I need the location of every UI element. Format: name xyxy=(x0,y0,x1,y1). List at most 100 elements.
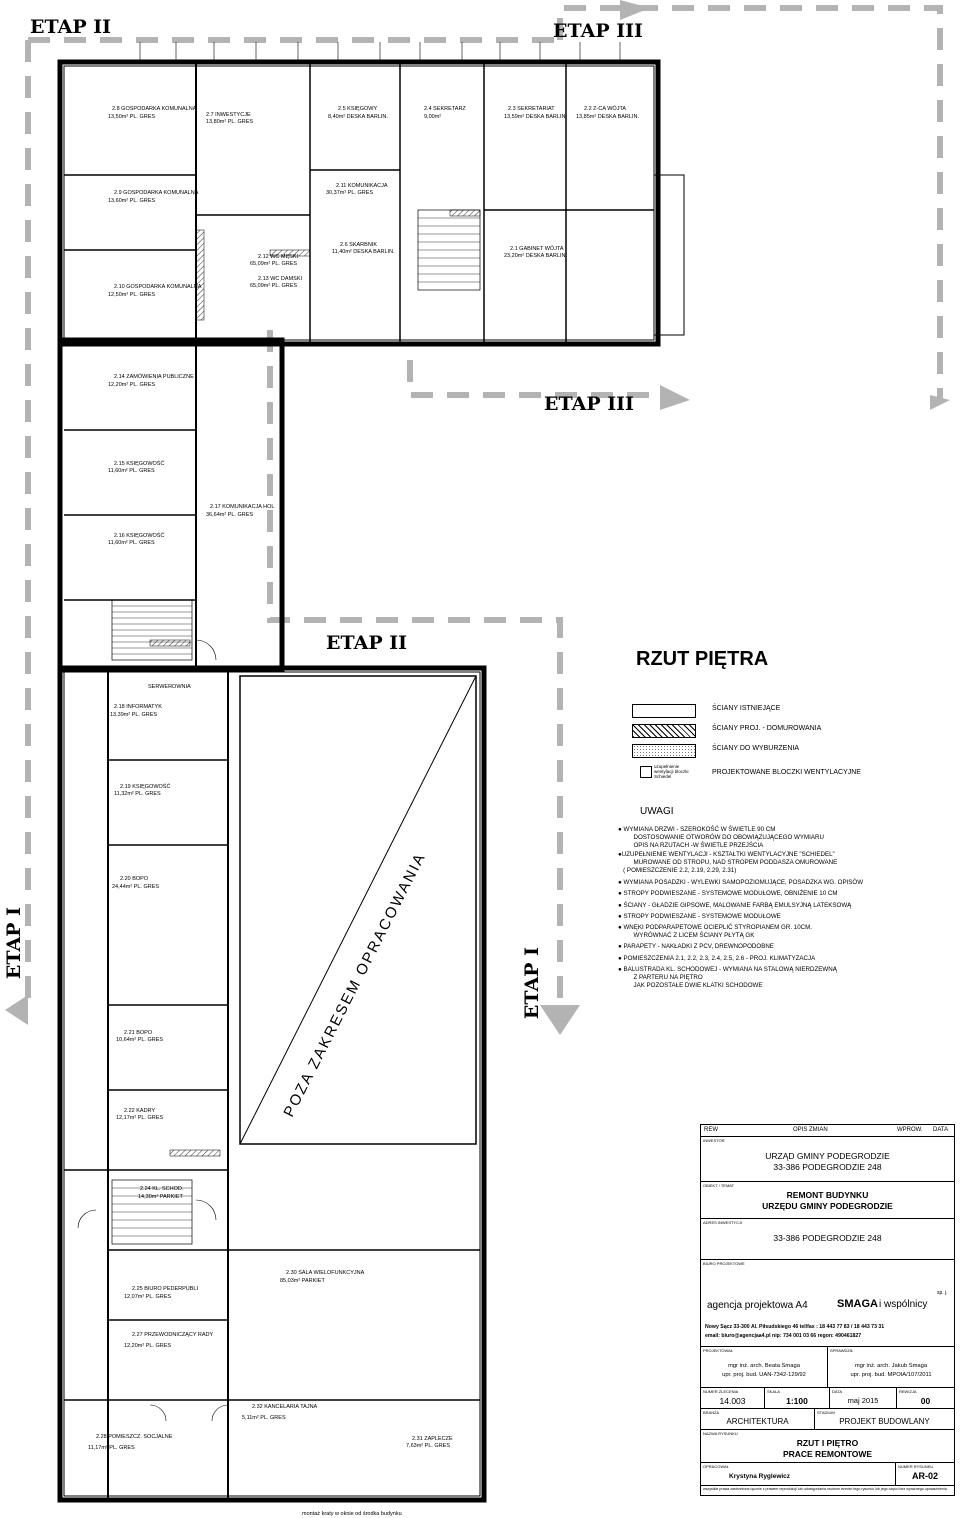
stage-cell: STADIUM PROJEKT BUDOWLANY xyxy=(815,1409,954,1430)
revision-header: REW OPIS ZMIAN WPROW. DATA xyxy=(701,1125,954,1137)
discipline-cell: BRANŻA ARCHITEKTURA xyxy=(701,1409,815,1430)
copyright-note: wszystkie prawa zastrzeżone łącznie z pr… xyxy=(703,1487,947,1491)
drawing-title: RZUT PIĘTRA xyxy=(636,648,769,670)
room-2-31: 2.31 ZAPLECZE xyxy=(412,1436,453,1442)
prepared-by-cell: OPRACOWAŁ Krystyna Ryglewicz xyxy=(701,1463,896,1486)
svg-text:13,60m² PL. GRES: 13,60m² PL. GRES xyxy=(108,198,155,204)
room-labels: 2.8 GOSPODARKA KOMUNALNA 13,50m² PL. GRE… xyxy=(88,105,639,1451)
svg-text:11,60m² PL. GRES: 11,60m² PL. GRES xyxy=(108,540,155,546)
out-of-scope-area xyxy=(239,675,477,1145)
investor-cell: INWESTOR URZĄD GMINY PODEGRODZIE 33-386 … xyxy=(701,1137,954,1182)
room-2-20: 2.20 BOPO xyxy=(120,876,149,882)
room-2-27: 2.27 PRZEWODNICZĄCY RADY xyxy=(132,1332,214,1338)
svg-text:13,80m² PL. GRES: 13,80m² PL. GRES xyxy=(206,119,253,125)
out-of-scope-label: POZA ZAKRESEM OPRACOWANIA xyxy=(280,850,429,1120)
svg-text:12,50m² PL. GRES: 12,50m² PL. GRES xyxy=(108,292,155,298)
room-2-28: 2.28 POMIESZCZ. SOCJALNE xyxy=(96,1434,173,1440)
room-2-17: 2.17 KOMUNIKACJA HOL xyxy=(210,504,275,510)
etap-i-right-label: ETAP I xyxy=(521,946,544,1020)
svg-text:13,39m² PL. GRES: 13,39m² PL. GRES xyxy=(110,712,157,718)
svg-text:11,60m² PL. GRES: 11,60m² PL. GRES xyxy=(108,468,155,474)
room-2-9: 2.9 GOSPODARKA KOMUNALNA xyxy=(114,190,199,196)
svg-text:9,00m²: 9,00m² xyxy=(424,114,441,120)
svg-text:24,44m² PL. GRES: 24,44m² PL. GRES xyxy=(112,884,159,890)
room-2-19: 2.19 KSIĘGOWOŚĆ xyxy=(120,782,170,790)
svg-text:13,59m² DESKA BARLIN.: 13,59m² DESKA BARLIN. xyxy=(504,114,567,120)
svg-text:65,09m² PL. GRES: 65,09m² PL. GRES xyxy=(250,283,297,289)
room-2-5: 2.5 KSIĘGOWY xyxy=(338,106,377,112)
etap-iii-mid-label: ETAP III xyxy=(544,393,634,415)
room-2-22: 2.22 KADRY xyxy=(124,1108,155,1114)
etap-ii-top-label: ETAP II xyxy=(30,16,112,38)
room-2-32: 2.32 KANCELARIA TAJNA xyxy=(252,1404,318,1410)
svg-text:30,37m² PL. GRES: 30,37m² PL. GRES xyxy=(326,190,373,196)
room-2-7: 2.7 INWESTYCJE xyxy=(206,112,251,118)
svg-text:11,17m² PL. GRES: 11,17m² PL. GRES xyxy=(88,1445,135,1451)
svg-text:12,20m² PL. GRES: 12,20m² PL. GRES xyxy=(124,1343,171,1349)
room-2-6: 2.6 SKARBNIK xyxy=(340,242,377,248)
scale-cell: SKALA 1:100 xyxy=(765,1388,830,1409)
svg-text:11,40m² DESKA BARLIN.: 11,40m² DESKA BARLIN. xyxy=(332,249,395,255)
svg-text:12,17m² PL. GRES: 12,17m² PL. GRES xyxy=(116,1115,163,1121)
designer-cell: PROJEKTOWAŁ mgr inż. arch. Beata Smaga u… xyxy=(701,1347,828,1388)
room-2-21: 2.21 BOPO xyxy=(124,1030,153,1036)
etap-ii-mid-label: ETAP II xyxy=(326,632,408,654)
object-cell: OBIEKT / TEMAT REMONT BUDYNKU URZĘDU GMI… xyxy=(701,1182,954,1219)
svg-text:5,11m² PL. GRES: 5,11m² PL. GRES xyxy=(242,1415,286,1421)
svg-text:13,50m² PL. GRES: 13,50m² PL. GRES xyxy=(108,114,155,120)
door-swings xyxy=(77,639,229,1422)
svg-text:12,07m² PL. GRES: 12,07m² PL. GRES xyxy=(124,1294,171,1300)
stair-treads xyxy=(112,217,480,1237)
firm-smaga-logo: SMAGA xyxy=(837,1298,878,1310)
room-2-30: 2.30 SALA WIELOFUNKCYJNA xyxy=(286,1270,365,1276)
firm-a4-logo: agencja projektowa A4 xyxy=(707,1300,808,1311)
date-cell: DATA maj 2015 xyxy=(830,1388,897,1409)
design-office-cell: BIURO PROJEKTOWE agencja projektowa A4 S… xyxy=(701,1260,954,1347)
svg-text:14,30m² PARKIET: 14,30m² PARKIET xyxy=(138,1194,183,1200)
revision-cell: REWIZJA 00 xyxy=(897,1388,954,1409)
svg-text:13,85m² DESKA BARLIN.: 13,85m² DESKA BARLIN. xyxy=(576,114,639,120)
checker-cell: SPRAWDZIŁ mgr inż. arch. Jakub Smaga upr… xyxy=(828,1347,954,1388)
notes-list: ● WYMIANA DRZWI - SZEROKOŚĆ W ŚWIETLE 90… xyxy=(618,826,864,990)
room-serwerownia: SERWEROWNIA xyxy=(148,684,191,690)
address-cell: ADRES INWESTYCJI 33-386 PODEGRODZIE 248 xyxy=(701,1219,954,1260)
room-2-1: 2.1 GABINET WÓJTA xyxy=(510,245,564,252)
notes-title: UWAGI xyxy=(640,806,674,817)
phase-arrows xyxy=(5,0,950,1035)
svg-text:23,20m² DESKA BARLIN.: 23,20m² DESKA BARLIN. xyxy=(504,253,567,259)
window-grille-note: montaż kraty w oknie od środka budynku xyxy=(302,1511,402,1517)
room-2-2: 2.2 Z-CA WÓJTA xyxy=(584,105,626,112)
room-2-11: 2.11 KOMUNIKACJA xyxy=(336,183,388,189)
title-block: REW OPIS ZMIAN WPROW. DATA INWESTOR URZĄ… xyxy=(700,1124,955,1496)
order-number-cell: NUMER ZLECENIA 14.003 xyxy=(701,1388,765,1409)
room-2-4: 2.4 SEKRETARZ xyxy=(424,106,466,112)
etap-iii-top-label: ETAP III xyxy=(553,20,643,42)
dimension-ticks xyxy=(139,42,621,62)
svg-text:65,09m² PL. GRES: 65,09m² PL. GRES xyxy=(250,261,297,267)
drawing-number-cell: NUMER RYSUNKU AR-02 xyxy=(896,1463,954,1486)
room-2-3: 2.3 SEKRETARIAT xyxy=(508,106,555,112)
room-2-10: 2.10 GOSPODARKA KOMUNALNA xyxy=(114,284,202,290)
room-2-18: 2.18 INFORMATYK xyxy=(114,704,162,710)
room-2-15: 2.15 KSIĘGOWOŚĆ xyxy=(114,459,164,467)
drawing-name-cell: NAZWA RYSUNKU RZUT I PIĘTRO PRACE REMONT… xyxy=(701,1430,954,1463)
svg-text:11,32m² PL. GRES: 11,32m² PL. GRES xyxy=(114,791,161,797)
svg-text:10,64m² PL. GRES: 10,64m² PL. GRES xyxy=(116,1037,163,1043)
svg-text:8,40m² DESKA BARLIN.: 8,40m² DESKA BARLIN. xyxy=(328,114,388,120)
phase-boundaries xyxy=(25,5,943,1010)
ventilation-block-icon xyxy=(640,766,652,778)
room-2-14: 2.14 ZAMÓWIENIA PUBLICZNE xyxy=(114,373,194,380)
room-2-12: 2.12 WC MĘSKI xyxy=(258,254,299,260)
walls xyxy=(57,59,685,1503)
etap-i-left-label: ETAP I xyxy=(3,906,26,980)
hatched-walls xyxy=(149,209,481,1157)
room-2-13: 2.13 WC DAMSKI xyxy=(258,276,302,282)
svg-text:36,64m² PL. GRES: 36,64m² PL. GRES xyxy=(206,512,253,518)
room-2-25: 2.25 BIURO PEDERPUBLI xyxy=(132,1286,198,1292)
svg-text:85,03m² PARKIET: 85,03m² PARKIET xyxy=(280,1278,325,1284)
room-2-8: 2.8 GOSPODARKA KOMUNALNA xyxy=(112,106,197,112)
room-2-24: 2.24 KL. SCHOD. xyxy=(140,1186,184,1192)
room-2-16: 2.16 KSIĘGOWOŚĆ xyxy=(114,531,164,539)
svg-text:7,63m² PL. GRES: 7,63m² PL. GRES xyxy=(406,1443,450,1449)
